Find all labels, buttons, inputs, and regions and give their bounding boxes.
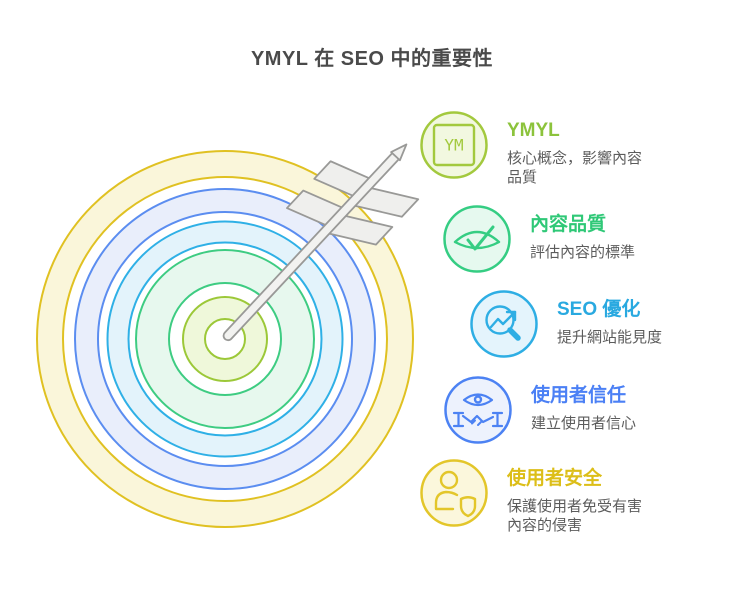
svg-text:YM: YM: [444, 136, 463, 155]
item-description: 評估內容的標準: [530, 243, 636, 261]
item-title: SEO 優化: [557, 299, 641, 320]
item-title: 使用者信任: [531, 385, 627, 406]
arrow-nock: [390, 143, 408, 162]
target-bullseye-illustration: [36, 143, 420, 528]
item-title: 使用者安全: [507, 468, 603, 489]
item-description: 提升網站能見度: [557, 328, 663, 346]
seo-magnifier-icon: [469, 289, 539, 359]
list-item-content-quality: 內容品質 評估內容的標準: [442, 204, 672, 274]
eye-check-icon: [442, 204, 512, 274]
page-title: YMYL 在 SEO 中的重要性: [250, 48, 494, 70]
list-item-user-safety: 使用者安全 保護使用者免受有害內容的侵害: [419, 458, 649, 536]
item-description: 建立使用者信心: [531, 414, 637, 432]
list-item-user-trust: 使用者信任 建立使用者信心: [443, 375, 673, 445]
item-title: 內容品質: [530, 214, 607, 235]
trust-handshake-icon: [443, 375, 513, 445]
safety-shield-icon: [419, 458, 489, 528]
list-item-ymyl: YM YMYL 核心概念，影響內容品質: [419, 110, 649, 188]
item-title: YMYL: [507, 120, 560, 141]
ym-badge-icon: YM: [419, 110, 489, 180]
list-item-seo: SEO 優化 提升網站能見度: [469, 289, 699, 359]
item-description: 保護使用者免受有害內容的侵害: [507, 497, 643, 535]
item-description: 核心概念，影響內容品質: [507, 149, 643, 187]
arrow-illustration: [222, 143, 420, 342]
